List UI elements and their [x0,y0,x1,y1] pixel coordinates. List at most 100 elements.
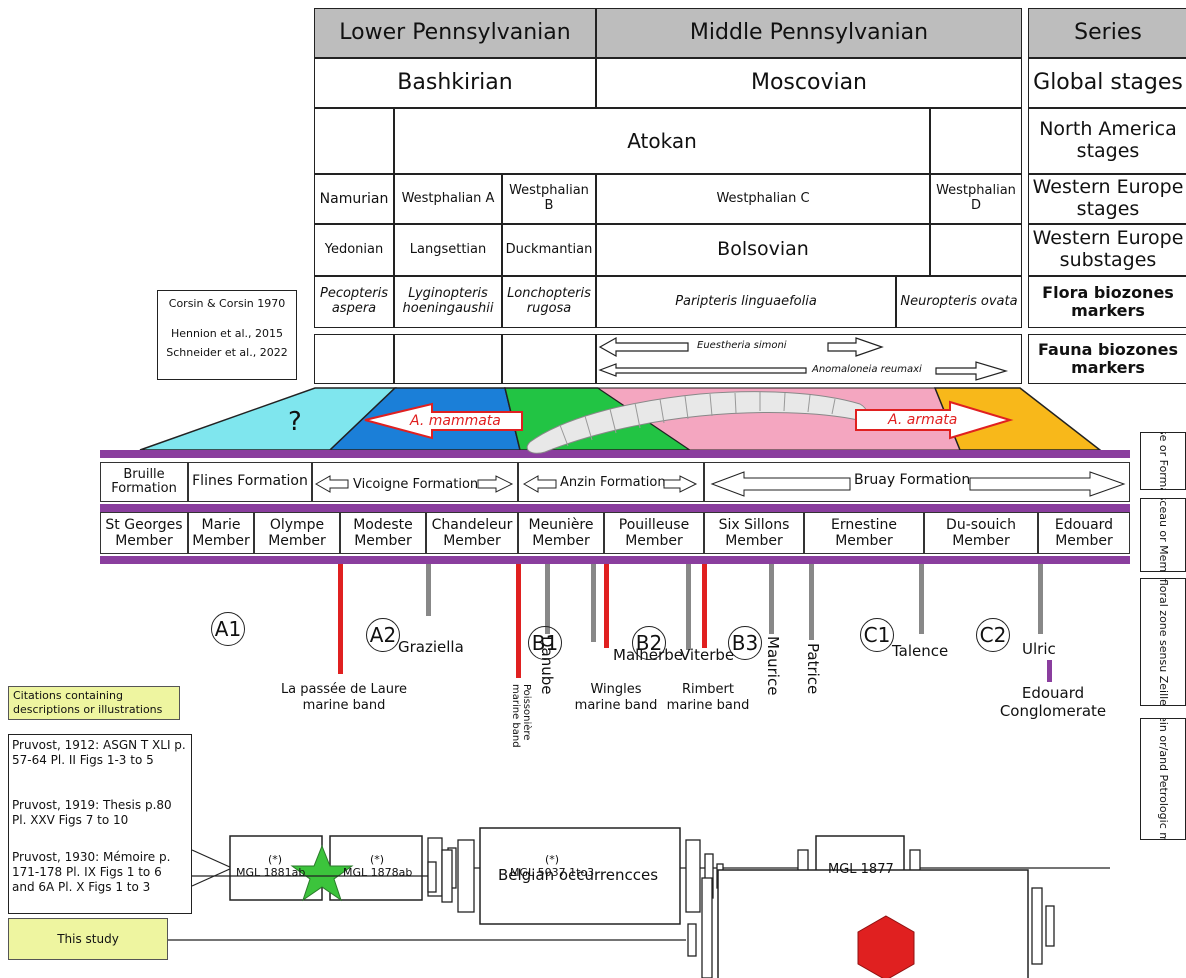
fauna-blank-1 [314,334,394,384]
marker-maurice: Maurice [764,636,782,696]
marker-viterbe: Viterbe [680,646,735,664]
flora-neuropteris: Neuropteris ovata [896,276,1022,328]
formation-bruay-label: Bruay Formation [854,472,971,488]
header-member: Faisceau or Member [1140,498,1186,572]
specimen-mgl1881: MGL 1881ab [236,866,306,879]
marker-poissoniere: Poissonière marine band [510,684,532,748]
fauna-arrows [598,336,1009,381]
flora-pecopteris: Pecopteris aspera [314,276,394,328]
stage-atokan: Atokan [394,108,930,174]
substage-bolsovian: Bolsovian [596,224,930,276]
label-a-mammata: A. mammata [410,413,501,429]
member-modeste: Modeste Member [340,512,426,554]
zone-a1: A1 [211,612,245,646]
purple-bar-bottom [100,556,1130,564]
band-question-mark: ? [288,407,302,437]
member-marie: Marie Member [188,512,254,554]
fauna-euestheria: Euestheria simoni [697,340,787,351]
zone-c1: C1 [860,618,894,652]
fauna-header: Fauna biozones markers [1028,334,1186,384]
member-ernestine: Ernestine Member [804,512,924,554]
marker-talence: Talence [892,642,949,660]
stage-bashkirian: Bashkirian [314,58,596,108]
na-blank-left [314,108,394,174]
western-europe-stages-header: Western Europe stages [1028,174,1186,224]
substage-duckmantian: Duckmantian [502,224,596,276]
member-pouilleuse: Pouilleuse Member [604,512,704,554]
citations-box [8,734,192,914]
flora-lyginopteris: Lyginopteris hoeningaushii [394,276,502,328]
stage-westphalian-c: Westphalian C [596,174,930,224]
north-america-header: North America stages [1028,108,1186,174]
zone-c2: C2 [976,618,1010,652]
member-olympe: Olympe Member [254,512,340,554]
reference-corsin: Corsin & Corsin 1970 [168,297,286,310]
specimen-mgl1877: MGL 1877 [828,862,894,877]
flora-header: Flora biozones markers [1028,276,1186,328]
marker-laure: La passée de Laure marine band [280,682,408,713]
substage-blank [930,224,1022,276]
substage-langsettian: Langsettian [394,224,502,276]
references-box: Corsin & Corsin 1970 Hennion et al., 201… [157,290,297,380]
citation-pruvost-1919: Pruvost, 1919: Thesis p.80 Pl. XXV Figs … [12,798,172,827]
zone-b3: B3 [728,626,762,660]
western-europe-substages-header: Western Europe substages [1028,224,1186,276]
na-blank-right [930,108,1022,174]
fauna-blank-2 [394,334,502,384]
stage-moscovian: Moscovian [596,58,1022,108]
specimen-mgl1878: MGL 1878ab [343,866,413,879]
stage-namurian: Namurian [314,174,394,224]
member-chandeleur: Chandeleur Member [426,512,518,554]
specimen-mgl1878-mark: (*) [370,853,385,866]
series-middle-pennsylvanian: Middle Pennsylvanian [596,8,1022,58]
zone-b1: B1 [528,626,562,660]
marker-patrice: Patrice [804,643,822,695]
formation-vicoigne-label: Vicoigne Formation [353,477,479,492]
series-lower-pennsylvanian: Lower Pennsylvanian [314,8,596,58]
global-stages-header: Global stages [1028,58,1186,108]
member-st-georges: St Georges Member [100,512,188,554]
stage-westphalian-b: Westphalian B [502,174,596,224]
red-hexagon [857,915,915,978]
marker-ulric: Ulric [1022,640,1056,658]
marker-edouard-conglomerate: Edouard Conglomerate [999,684,1107,720]
citations-title: Citations containing descriptions or ill… [8,686,180,720]
stage-westphalian-a: Westphalian A [394,174,502,224]
stage-westphalian-d: Westphalian D [930,174,1022,224]
purple-bar-mid [100,504,1130,512]
formation-anzin-label: Anzin Formation [560,475,666,490]
member-meuniere: Meunière Member [518,512,604,554]
reference-schneider: Schneider et al., 2022 [166,345,288,359]
flora-paripteris: Paripteris linguaefolia [596,276,896,328]
belgian-occurrences: Belgian occurrencces [498,866,659,884]
member-six-sillons: Six Sillons Member [704,512,804,554]
marker-graziella: Graziella [398,638,464,656]
marker-malherbe: Malherbe [613,646,683,664]
header-formation: Assise or Formation [1140,432,1186,490]
specimen-mgl5037-mark: (*) [545,853,560,866]
specimen-mgl5037: MGL 5037 1to3 [510,866,595,879]
lower-timelines [168,827,1055,978]
citation-pruvost-1912: Pruvost, 1912: ASGN T XLI p. 57-64 Pl. I… [12,738,186,767]
marker-danube: Danube [538,636,556,695]
flora-lonchopteris: Lonchopteris rugosa [502,276,596,328]
formation-arrows [314,471,1126,497]
reference-hennion: Hennion et al., 2015 [170,327,284,341]
species-band [100,387,1130,458]
marker-lines [338,564,1052,682]
marker-rimbert: Rimbert marine band [666,682,750,713]
citation-pruvost-1930: Pruvost, 1930: Mémoire p. 171-178 Pl. IX… [12,850,171,894]
green-star [290,844,354,902]
series-header: Series [1028,8,1186,58]
fauna-blank-3 [502,334,596,384]
zone-a2: A2 [366,618,400,652]
marker-wingles: Wingles marine band [574,682,658,713]
member-edouard: Edouard Member [1038,512,1130,554]
substage-yedonian: Yedonian [314,224,394,276]
specimen-mgl1881-mark: (*) [268,853,283,866]
formation-flines: Flines Formation [188,462,312,502]
fauna-arrows-cell [596,334,1022,384]
label-a-armata: A. armata [888,412,958,428]
member-du-souich: Du-souich Member [924,512,1038,554]
zone-b2: B2 [632,626,666,660]
